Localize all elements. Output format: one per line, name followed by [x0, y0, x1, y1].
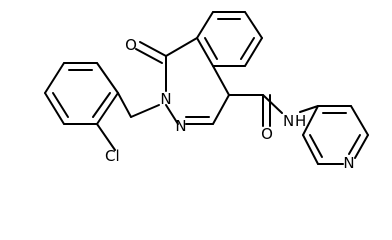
- bond: [262, 94, 283, 114]
- bond: [354, 134, 369, 159]
- atom-label-nitrogen-ring-2: N: [175, 117, 186, 135]
- bond: [44, 62, 65, 94]
- atom-label-nitrogen-ring-1: N: [160, 90, 171, 108]
- bond: [130, 104, 160, 118]
- bond: [44, 92, 65, 125]
- bond: [135, 48, 163, 64]
- chemical-structure-diagram: O N N Cl O N H N: [44, 11, 369, 172]
- bond: [165, 37, 198, 57]
- bond: [139, 41, 167, 57]
- bond: [240, 37, 255, 60]
- bond: [348, 134, 361, 155]
- bond: [350, 105, 369, 136]
- bond: [96, 62, 119, 94]
- amide-group: [228, 94, 319, 127]
- bond: [212, 94, 230, 125]
- bond: [299, 105, 319, 113]
- bond: [92, 92, 111, 118]
- chlorophenyl-ring: [44, 62, 119, 151]
- bond: [244, 37, 263, 67]
- atom-label-oxygen-carbonyl: O: [125, 36, 137, 54]
- bond: [204, 37, 218, 60]
- benzo-ring: [196, 11, 263, 67]
- atom-label-hydrogen-amide: H: [295, 112, 306, 130]
- atom-label-oxygen-amide: O: [261, 125, 273, 143]
- bond: [165, 104, 179, 125]
- bond: [302, 105, 319, 136]
- bond: [309, 134, 323, 158]
- atom-label-nitrogen-amide: N: [283, 112, 294, 130]
- bond: [117, 92, 132, 118]
- bond: [212, 65, 230, 96]
- atom-label-nitrogen-pyridine: N: [343, 154, 354, 172]
- pyridazinone-ring: [135, 37, 230, 125]
- atom-label-chlorine: Cl: [105, 147, 120, 165]
- bond: [52, 92, 69, 118]
- bond: [96, 123, 116, 151]
- pyridine-ring: [302, 105, 369, 165]
- bond: [96, 92, 119, 125]
- bond: [196, 11, 214, 39]
- bond: [244, 11, 263, 39]
- bond: [196, 37, 214, 67]
- bond: [302, 134, 319, 165]
